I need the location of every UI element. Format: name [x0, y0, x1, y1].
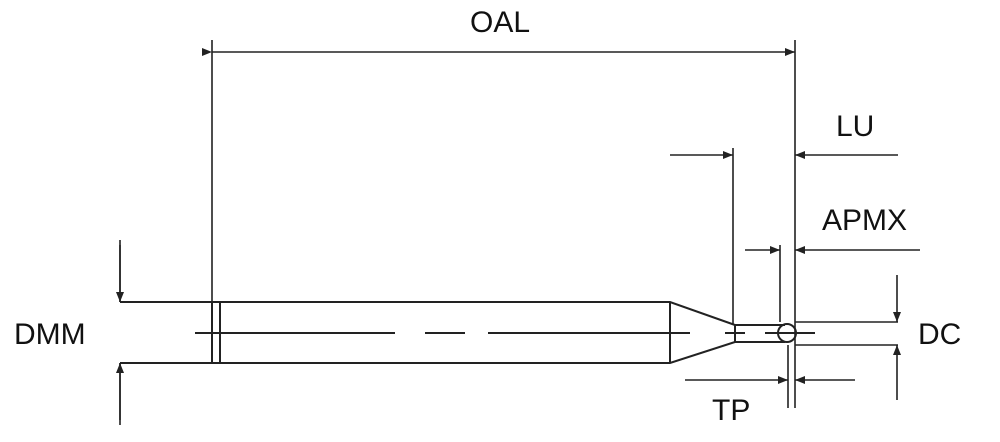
dmm-label: DMM — [14, 318, 86, 351]
tp-label: TP — [712, 394, 751, 427]
lu-label: LU — [836, 110, 875, 143]
oal-label: OAL — [470, 6, 531, 39]
dc-label: DC — [918, 318, 962, 351]
apmx-label: APMX — [822, 204, 908, 237]
extension-lines — [119, 40, 898, 425]
